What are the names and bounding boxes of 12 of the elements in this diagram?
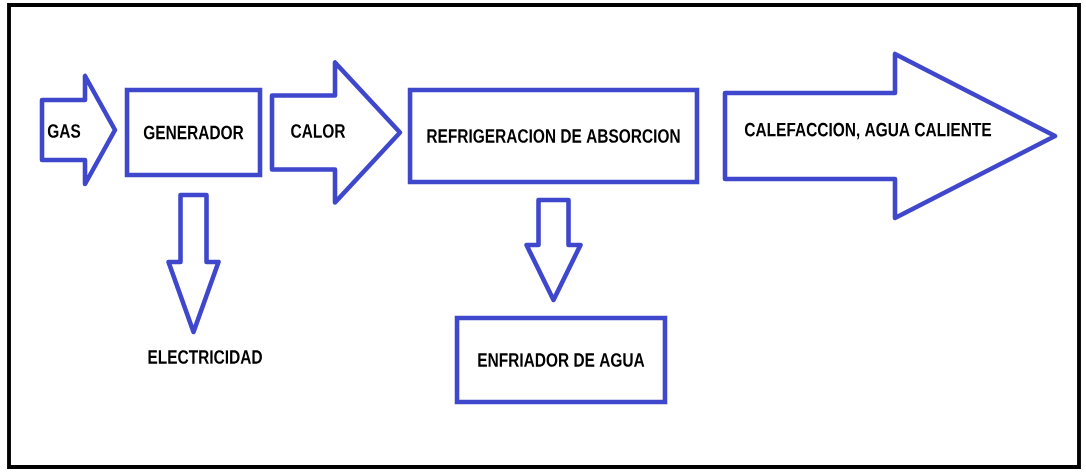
- process-box: REFRIGERACION DE ABSORCION: [407, 87, 700, 185]
- block-arrow: [722, 51, 1058, 221]
- edge-label: CALOR: [288, 122, 348, 140]
- edge-label: CALEFACCION, AGUA CALIENTE: [742, 121, 994, 141]
- block-arrow: [524, 197, 583, 303]
- edge-label: GAS: [45, 122, 83, 140]
- block-arrow: [269, 60, 403, 205]
- process-box: ENFRIADOR DE AGUA: [454, 315, 668, 405]
- block-arrow: [39, 73, 118, 187]
- process-box: GENERADOR: [124, 87, 263, 178]
- block-arrow: [166, 192, 221, 335]
- output-label: ELECTRICIDAD: [148, 350, 262, 364]
